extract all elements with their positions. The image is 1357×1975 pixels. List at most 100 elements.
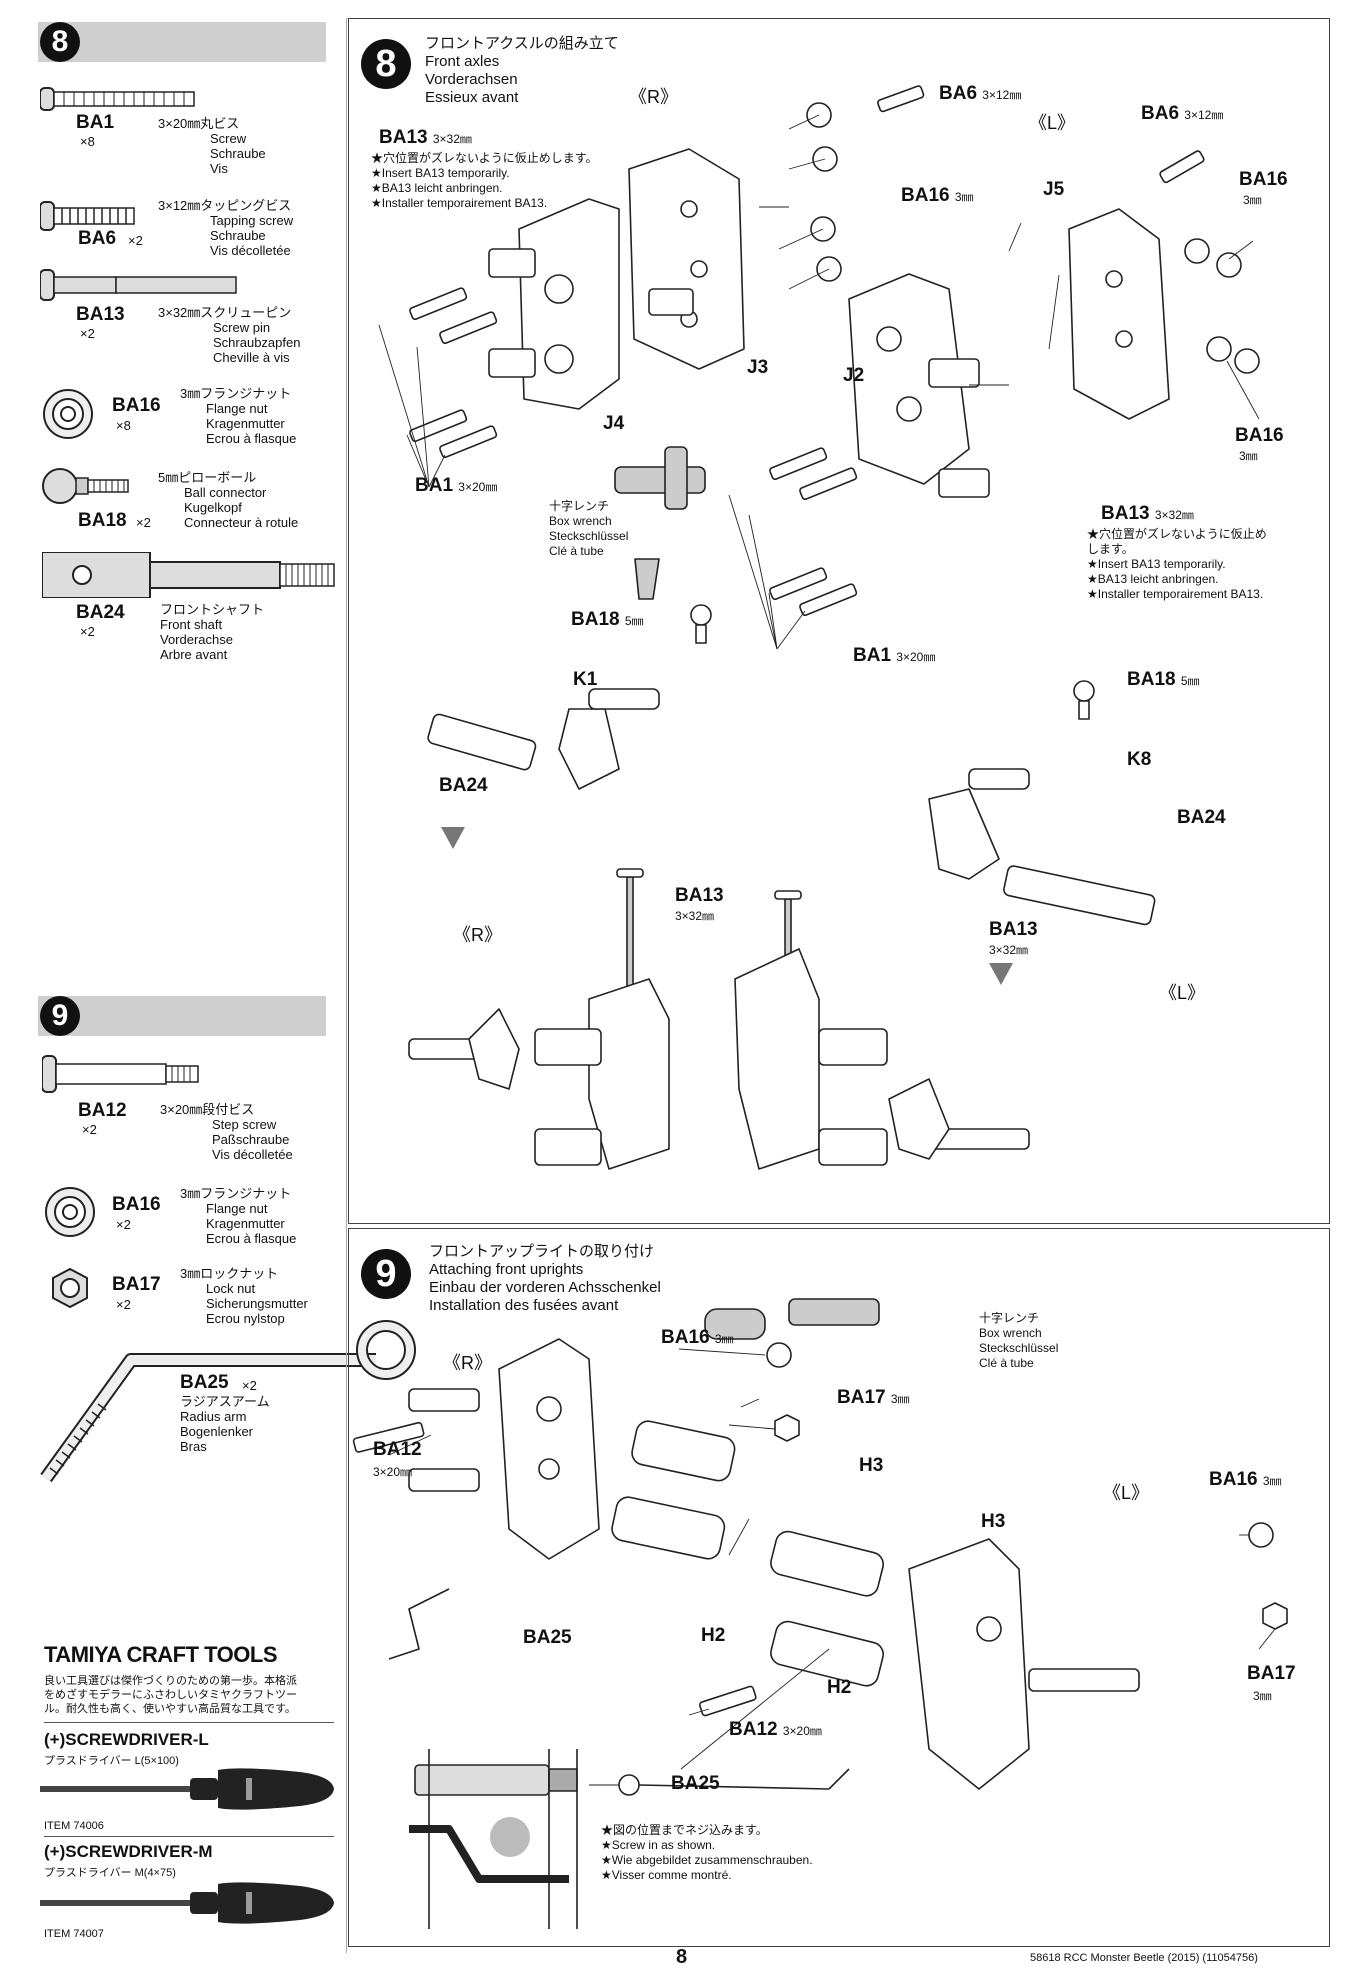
tool-item-number: ITEM 74006 [44, 1820, 104, 1832]
part-label: BA12 [373, 1439, 422, 1460]
step9-parts-number: 9 [40, 996, 80, 1036]
step-screw-icon [42, 1055, 199, 1093]
part-label: BA16 3㎜ [1209, 1469, 1282, 1490]
tool-sub: プラスドライバー M(4×75) [44, 1867, 176, 1879]
part-label: BA25 [523, 1627, 572, 1648]
side-marker: 《R》 [443, 1353, 492, 1373]
side-marker: 《L》 [1029, 113, 1076, 133]
part-code: BA16 [112, 395, 161, 416]
part-label: BA16 [1239, 169, 1288, 190]
part-qty: ×2 [80, 326, 95, 341]
tool-item-number: ITEM 74007 [44, 1928, 104, 1940]
part-size: 3㎜ [1253, 1689, 1272, 1703]
step8-number: 8 [361, 39, 411, 89]
step8-parts-bar [38, 22, 326, 62]
part-desc: 3×12㎜タッピングビス Tapping screw Schraube Vis … [158, 198, 294, 258]
tool-name: (+)SCREWDRIVER-M [44, 1842, 213, 1861]
part-code: BA24 [76, 602, 125, 623]
part-size: 3×20㎜ [373, 1465, 413, 1479]
ball-connector-icon [42, 468, 129, 504]
screw-icon [40, 87, 195, 111]
instruction-note: ★図の位置までネジ込みます。 ★Screw in as shown. ★Wie … [601, 1823, 813, 1882]
part-label: BA6 3×12㎜ [1141, 103, 1224, 124]
step9-assembly-diagram [352, 1298, 1288, 1929]
part-label: J3 [747, 357, 769, 378]
part-code: BA1 [76, 112, 115, 133]
part-qty: ×2 [242, 1378, 257, 1393]
part-label: H3 [981, 1511, 1006, 1532]
screwdriver-m-icon [40, 1882, 334, 1924]
part-label: BA13 [989, 919, 1038, 940]
part-qty: ×2 [116, 1217, 131, 1232]
screwdriver-l-icon [40, 1768, 334, 1810]
part-label: BA18 5㎜ [571, 609, 644, 630]
part-label: BA13 3×32㎜ [379, 127, 472, 148]
step9-title: フロントアップライトの取り付け Attaching front uprights… [429, 1243, 661, 1314]
radius-arm-icon [40, 1320, 416, 1483]
part-label: BA17 [1247, 1663, 1296, 1684]
side-marker: 《L》 [1159, 983, 1206, 1003]
box-wrench-label: 十字レンチ Box wrench Steckschlüssel Clé à tu… [549, 499, 629, 558]
part-qty: ×2 [128, 233, 143, 248]
step9-parts-bar [38, 996, 326, 1036]
side-marker: 《L》 [1103, 1483, 1150, 1503]
part-qty: ×2 [136, 515, 151, 530]
part-label: K1 [573, 669, 598, 690]
tapping-screw-icon [40, 201, 135, 231]
part-desc: フロントシャフト Front shaft Vorderachse Arbre a… [160, 602, 265, 662]
part-code: BA12 [78, 1100, 127, 1121]
instruction-note: ★穴位置がズレないように仮止めします。 ★Insert BA13 tempora… [371, 151, 598, 210]
part-qty: ×2 [80, 624, 95, 639]
side-marker: 《R》 [453, 925, 502, 945]
step8-panel: 8 フロントアクスルの組み立て Front axles Vorderachsen… [348, 18, 1330, 1224]
part-label: H2 [827, 1677, 852, 1698]
part-desc: 3×20㎜丸ビス Screw Schraube Vis [158, 116, 266, 176]
tool-sub: プラスドライバー L(5×100) [44, 1755, 179, 1767]
divider [44, 1836, 334, 1837]
part-desc: 3㎜フランジナット Flange nut Kragenmutter Ecrou … [180, 386, 297, 446]
part-label: BA24 [1177, 807, 1226, 828]
part-size: 3㎜ [1239, 449, 1258, 463]
part-desc: 3×32㎜スクリューピン Screw pin Schraubzapfen Che… [158, 305, 301, 365]
document-reference: 58618 RCC Monster Beetle (2015) (1105475… [1030, 1952, 1258, 1964]
part-label: BA1 3×20㎜ [853, 645, 936, 666]
step9-panel: 9 フロントアップライトの取り付け Attaching front uprigh… [348, 1228, 1330, 1947]
part-label: BA25 [671, 1773, 720, 1794]
part-label: BA12 3×20㎜ [729, 1719, 822, 1740]
craft-tools-brand: TAMIYA CRAFT TOOLS [44, 1642, 278, 1667]
part-desc: 3㎜ロックナット Lock nut Sicherungsmutter Ecrou… [180, 1266, 308, 1326]
part-label: BA17 3㎜ [837, 1387, 910, 1408]
part-label: J4 [603, 413, 625, 434]
step8-parts-number: 8 [40, 22, 80, 62]
step9-number: 9 [361, 1249, 411, 1299]
craft-tools-intro: 良い工具選びは傑作づくりのための第一歩。本格派 をめざすモデラーにふさわしいタミ… [44, 1675, 297, 1715]
part-label: J5 [1043, 179, 1065, 200]
part-label: J2 [843, 365, 865, 386]
screw-in-marker-icon [490, 1817, 530, 1857]
part-label: H2 [701, 1625, 726, 1646]
part-code: BA6 [78, 228, 117, 249]
instruction-note: ★穴位置がズレないように仮止め します。 ★Insert BA13 tempor… [1087, 527, 1267, 601]
lock-nut-icon [52, 1268, 88, 1308]
part-label: BA16 [1235, 425, 1284, 446]
screw-pin-icon [40, 269, 237, 301]
step8-assembly-diagram [378, 85, 1260, 1170]
part-qty: ×2 [82, 1122, 97, 1137]
part-code: BA17 [112, 1274, 161, 1295]
part-size: 3×32㎜ [989, 943, 1029, 957]
side-marker: 《R》 [629, 87, 678, 107]
part-qty: ×2 [116, 1297, 131, 1312]
column-divider [346, 18, 347, 1953]
part-code: BA13 [76, 304, 125, 325]
part-desc: 3㎜フランジナット Flange nut Kragenmutter Ecrou … [180, 1186, 297, 1246]
part-code: BA16 [112, 1194, 161, 1215]
part-code: BA25 [180, 1372, 229, 1393]
part-label: BA16 3㎜ [661, 1327, 734, 1348]
part-desc: 3×20㎜段付ビス Step screw Paßschraube Vis déc… [160, 1102, 293, 1162]
part-qty: ×8 [80, 134, 95, 149]
part-desc: ラジアスアーム Radius arm Bogenlenker Bras [180, 1394, 270, 1454]
part-size: 3㎜ [1243, 193, 1262, 207]
part-label: BA1 3×20㎜ [415, 475, 498, 496]
tool-name: (+)SCREWDRIVER-L [44, 1730, 209, 1749]
part-desc: 5㎜ピローボール Ball connector Kugelkopf Connec… [158, 470, 299, 530]
